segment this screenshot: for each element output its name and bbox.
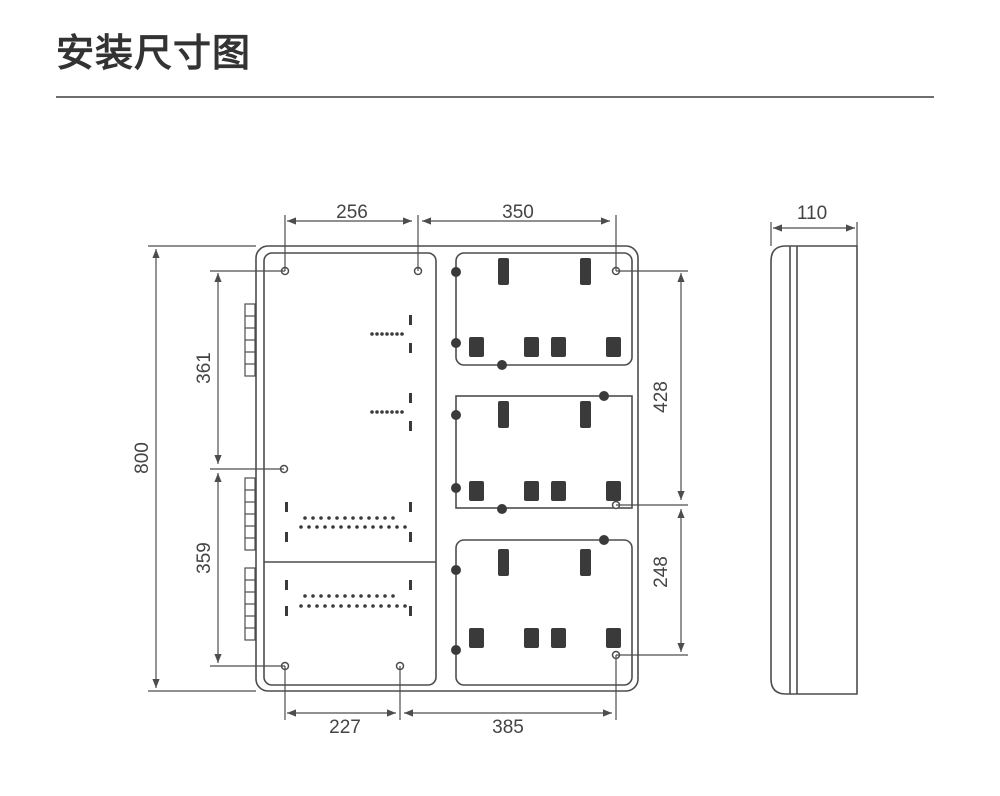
terminal-row-1 <box>370 315 412 353</box>
cabinet-outline <box>255 245 639 692</box>
side-view <box>770 245 858 695</box>
front-view <box>255 245 639 692</box>
terminal-rows <box>285 315 412 616</box>
page-title: 安装尺寸图 <box>56 31 252 75</box>
dimension-lines <box>148 215 858 720</box>
dim-left-lower-height: 359 <box>194 542 215 574</box>
dim-bottom-right-width: 385 <box>492 717 524 738</box>
dim-top-left-width: 256 <box>336 202 368 223</box>
title-divider <box>56 96 934 98</box>
terminal-row-4 <box>285 580 412 616</box>
dim-total-height: 800 <box>132 442 153 474</box>
side-knockouts <box>244 303 256 641</box>
terminal-row-3 <box>285 502 412 542</box>
mounting-holes <box>279 266 621 671</box>
meter-box-1 <box>455 252 633 366</box>
dim-right-upper-height: 428 <box>651 381 672 413</box>
dim-side-depth: 110 <box>797 203 827 224</box>
dim-left-upper-height: 361 <box>194 352 215 384</box>
meter-box-internals <box>451 258 621 655</box>
dim-bottom-left-width: 227 <box>329 717 361 738</box>
dim-top-right-width: 350 <box>502 202 534 223</box>
terminal-row-2 <box>370 393 412 431</box>
meter-box-2 <box>455 395 633 509</box>
dim-right-lower-height: 248 <box>651 556 672 588</box>
meter-box-3 <box>455 539 633 686</box>
